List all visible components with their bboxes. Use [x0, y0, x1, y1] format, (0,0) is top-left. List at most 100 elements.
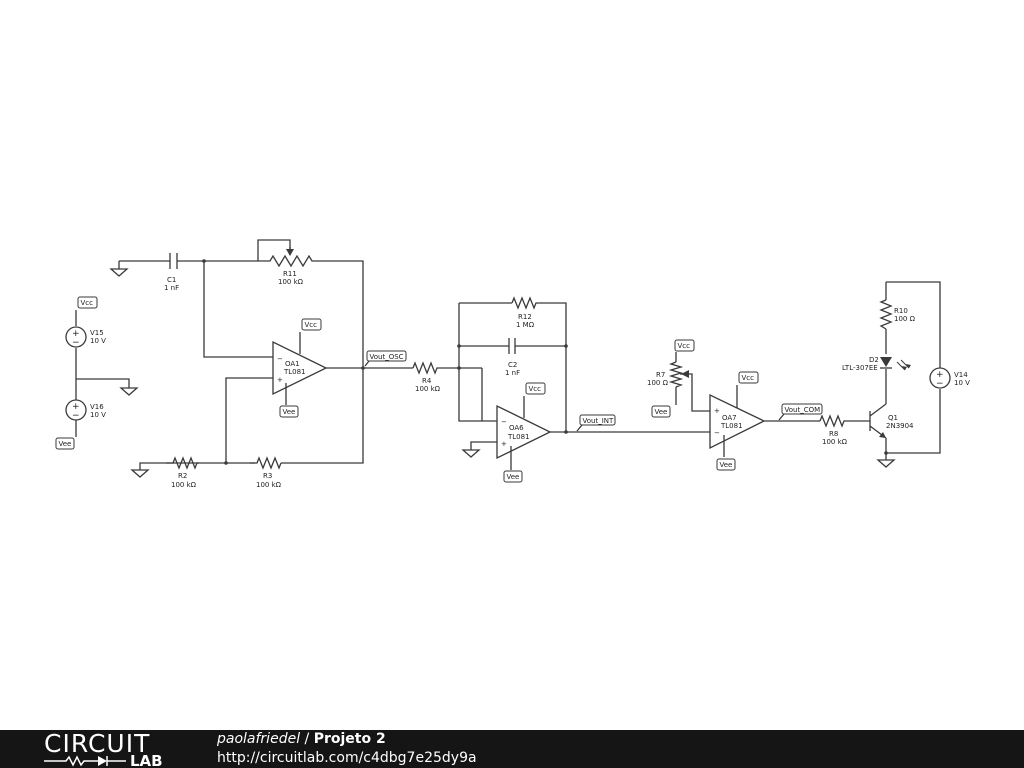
- circuitlab-logo[interactable]: CIRCUIT LAB: [44, 731, 184, 767]
- svg-text:+: +: [72, 329, 80, 339]
- oa7-name: OA7: [722, 414, 737, 422]
- q1-name: Q1: [888, 414, 898, 422]
- c2-value: 1 nF: [505, 369, 520, 377]
- r2-name: R2: [178, 472, 187, 480]
- v15-source: + −: [65, 326, 87, 348]
- net-tag-vout-com: Vout_COM: [778, 403, 823, 421]
- net-tag-vcc-v15: Vcc: [77, 296, 98, 309]
- r3-name: R3: [263, 472, 272, 480]
- oa1-name: OA1: [285, 360, 300, 368]
- net-tag-vee-oa1: Vee: [279, 405, 299, 418]
- v15-name: V15: [90, 329, 104, 337]
- svg-text:Vee: Vee: [720, 461, 733, 469]
- v16-value: 10 V: [90, 411, 106, 419]
- r7-potentiometer: [668, 361, 684, 388]
- r10-resistor: [879, 299, 893, 330]
- svg-text:+: +: [936, 370, 944, 380]
- ground-symbol: [461, 449, 481, 458]
- oa1-model: TL081: [283, 368, 306, 376]
- ground-symbol: [109, 268, 129, 277]
- svg-text:−: −: [72, 411, 80, 421]
- r4-name: R4: [422, 377, 432, 385]
- svg-text:CIRCUIT: CIRCUIT: [44, 731, 150, 758]
- svg-text:+: +: [714, 407, 720, 415]
- title-separator: /: [300, 731, 314, 747]
- led-driver-stage: R8 100 kΩ Q1 2N3904 R10 100 Ω D2 LTL-307…: [819, 281, 970, 468]
- d2-model: LTL-307EE: [842, 364, 878, 372]
- r3-value: 100 kΩ: [256, 481, 282, 489]
- d2-name: D2: [869, 356, 879, 364]
- oa6-model: TL081: [507, 433, 530, 441]
- r12-value: 1 MΩ: [516, 321, 535, 329]
- svg-text:−: −: [277, 355, 283, 363]
- author-link[interactable]: paolafriedel: [217, 731, 301, 747]
- v16-source: + −: [65, 399, 87, 421]
- net-tag-vee-v16: Vee: [55, 437, 75, 450]
- oa7-model: TL081: [720, 422, 743, 430]
- net-tag-vcc-r7: Vcc: [674, 339, 695, 352]
- net-tag-vcc-oa6: Vcc: [525, 382, 546, 395]
- supply-v15-v16: + − + − V15 10 V V16 10 V Vcc Vee: [55, 296, 139, 450]
- svg-text:+: +: [72, 402, 80, 412]
- oa6-name: OA6: [509, 424, 524, 432]
- r11-potentiometer: [258, 254, 322, 268]
- r11-value: 100 kΩ: [278, 278, 304, 286]
- project-title: paolafriedel / Projeto 2: [217, 731, 386, 747]
- c1-name: C1: [167, 276, 176, 284]
- svg-text:Vee: Vee: [283, 408, 296, 416]
- net-tag-vout-osc: Vout_OSC: [364, 350, 407, 367]
- circuit-schematic: + − + − V15 10 V V16 10 V Vcc Vee: [55, 239, 970, 489]
- svg-text:LAB: LAB: [130, 752, 163, 767]
- svg-text:Vcc: Vcc: [305, 321, 318, 329]
- svg-text:−: −: [714, 429, 720, 437]
- svg-text:Vout_INT: Vout_INT: [583, 417, 615, 425]
- ground-symbol: [119, 387, 139, 396]
- svg-text:Vee: Vee: [655, 408, 668, 416]
- r7-name: R7: [656, 371, 665, 379]
- r8-name: R8: [829, 430, 838, 438]
- svg-text:+: +: [277, 376, 283, 384]
- r11-name: R11: [283, 270, 297, 278]
- svg-text:Vee: Vee: [59, 440, 72, 448]
- c1-value: 1 nF: [164, 284, 179, 292]
- svg-text:Vcc: Vcc: [81, 299, 94, 307]
- r10-value: 100 Ω: [894, 315, 916, 323]
- r3-resistor: [250, 456, 282, 470]
- c2-capacitor: [508, 338, 516, 354]
- svg-text:Vout_COM: Vout_COM: [785, 406, 821, 414]
- project-name: Projeto 2: [313, 731, 386, 747]
- svg-text:Vout_OSC: Vout_OSC: [370, 353, 404, 361]
- net-tag-vee-oa7: Vee: [716, 458, 736, 471]
- oa6-opamp: [496, 404, 552, 460]
- v14-source: + −: [929, 367, 951, 389]
- project-url-link[interactable]: http://circuitlab.com/c4dbg7e25dy9a: [217, 750, 477, 766]
- r4-resistor: [412, 361, 459, 375]
- v14-value: 10 V: [954, 379, 970, 387]
- r12-resistor: [511, 296, 538, 310]
- c1-capacitor: [169, 253, 178, 269]
- svg-text:−: −: [501, 418, 507, 426]
- c2-name: C2: [508, 361, 517, 369]
- v14-name: V14: [954, 371, 968, 379]
- svg-text:+: +: [501, 440, 507, 448]
- svg-text:−: −: [936, 379, 944, 389]
- r8-value: 100 kΩ: [822, 438, 848, 446]
- svg-text:Vee: Vee: [507, 473, 520, 481]
- net-tag-vout-int: Vout_INT: [576, 414, 616, 432]
- r2-resistor: [166, 456, 226, 470]
- footer-bar: [0, 730, 1024, 768]
- integrator-stage: R4 100 kΩ R12 1 MΩ C2 1 nF − + OA6 TL081…: [412, 296, 710, 483]
- r12-name: R12: [518, 313, 532, 321]
- svg-text:Vcc: Vcc: [742, 374, 755, 382]
- net-tag-vee-r7: Vee: [651, 405, 671, 418]
- net-tag-vcc-oa7: Vcc: [738, 371, 759, 384]
- oscillator-stage: C1 1 nF R11 100 kΩ − + OA1 TL081 Vcc Vee…: [109, 239, 413, 489]
- v16-name: V16: [90, 403, 104, 411]
- r2-value: 100 kΩ: [171, 481, 197, 489]
- ground-symbol: [130, 469, 150, 478]
- comparator-stage: R7 100 Ω Vcc Vee + − OA7 TL081 Vcc Vee V…: [647, 339, 823, 471]
- net-tag-vee-oa6: Vee: [503, 470, 523, 483]
- q1-transistor: [869, 403, 887, 439]
- ground-symbol: [876, 459, 896, 468]
- net-tag-vcc-oa1: Vcc: [301, 318, 322, 331]
